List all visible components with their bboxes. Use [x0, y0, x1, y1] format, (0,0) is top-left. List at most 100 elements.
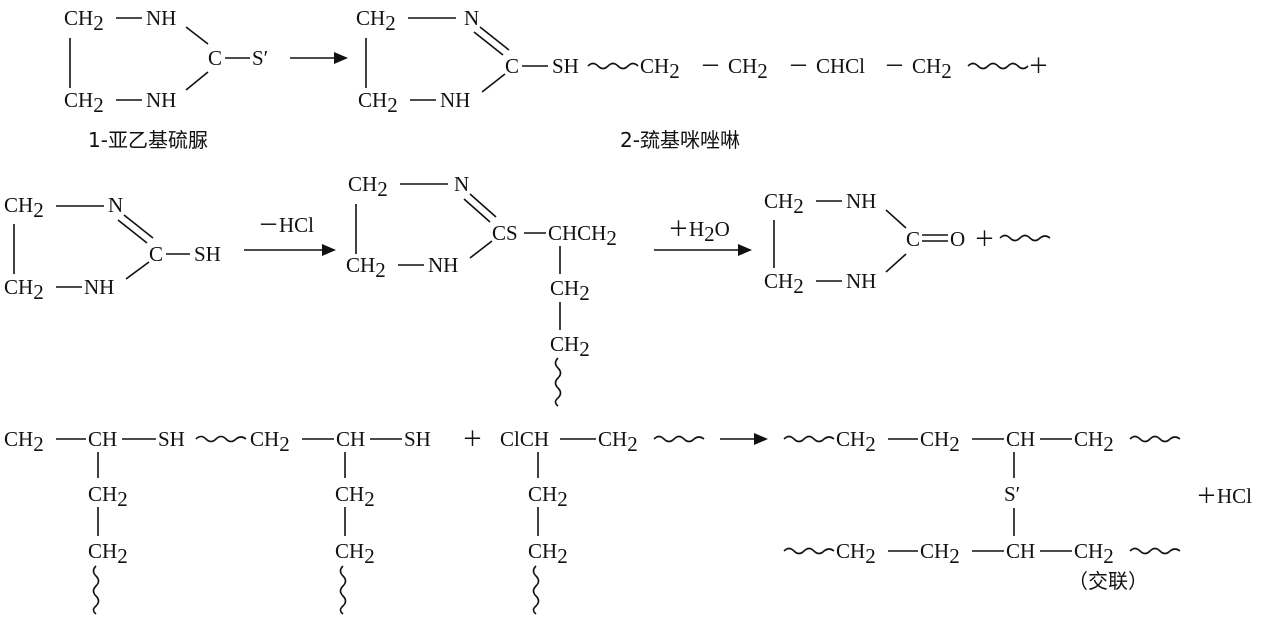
double-bond — [479, 26, 510, 51]
plus-sign: ＋ — [462, 427, 483, 451]
atom-clch: ClCH — [500, 427, 549, 451]
atom-ch: CH2 — [356, 6, 396, 35]
mercapto-imidazoline-structure-2: CH2 N CH2 NH C SH — [4, 193, 221, 304]
thiol-polymer-chain-structure: CH2 CH SH CH2 CH SH CH2 CH2 CH2 CH2 — [4, 427, 431, 615]
atom-ch: CH2 — [1074, 539, 1114, 568]
atom-ch: CH2 — [335, 482, 375, 511]
atom-ch: CH2 — [912, 54, 952, 83]
atom-c: C — [906, 227, 920, 251]
atom-nh: NH — [146, 88, 176, 112]
atom-ch: CH2 — [598, 427, 638, 456]
reagent-plus-h2o: ＋H2O — [668, 217, 730, 246]
atom-o: O — [950, 227, 965, 251]
bond — [185, 26, 209, 45]
atom-c: C — [149, 242, 163, 266]
atom-sh: SH — [158, 427, 185, 451]
atom-ch: CH2 — [88, 482, 128, 511]
atom-s-prime: S′ — [252, 46, 268, 70]
atom-ch: CH2 — [836, 427, 876, 456]
ethylene-urea-structure: CH2 NH CH2 NH C O ＋ — [764, 189, 1051, 298]
atom-ch: CH2 — [920, 427, 960, 456]
atom-nh: NH — [428, 253, 458, 277]
caption-mercapto-imidazoline: 2-巯基咪唑啉 — [620, 128, 740, 152]
polymer-chain-wavy — [554, 357, 562, 407]
atom-ch: CH2 — [64, 6, 104, 35]
atom-ch: CH2 — [764, 189, 804, 218]
atom-ch: CH — [336, 427, 365, 451]
polymer-chain-wavy — [653, 435, 705, 443]
atom-ch: CH2 — [335, 539, 375, 568]
atom-ch: CH2 — [348, 172, 388, 201]
atom-c: C — [208, 46, 222, 70]
ethylene-thiourea-structure: CH2 NH CH2 NH C S′ — [64, 6, 268, 117]
atom-c: C — [505, 54, 519, 78]
mercapto-imidazoline-structure: CH2 N CH2 NH C SH CH2 － CH2 － CHCl － CH2… — [356, 6, 1049, 117]
atom-sh: SH — [194, 242, 221, 266]
reaction-arrow-2: －HCl — [244, 213, 336, 256]
polymer-chain-wavy — [532, 565, 540, 615]
atom-ch: CH2 — [1074, 427, 1114, 456]
atom-ch: CH2 — [250, 427, 290, 456]
atom-nh: NH — [84, 275, 114, 299]
reaction-arrow-1 — [290, 52, 348, 64]
atom-ch: CH2 — [358, 88, 398, 117]
atom-cs: CS — [492, 221, 518, 245]
atom-ch: CH2 — [64, 88, 104, 117]
polymer-chain-wavy — [1129, 435, 1181, 443]
atom-ch: CH2 — [836, 539, 876, 568]
polymer-chain-wavy — [967, 62, 1029, 70]
atom-ch: CH2 — [640, 54, 680, 83]
bond-dash: － — [700, 54, 721, 78]
atom-ch: CH2 — [764, 269, 804, 298]
atom-ch: CH2 — [920, 539, 960, 568]
double-bond — [123, 214, 154, 239]
plus-sign: ＋ — [974, 227, 995, 251]
atom-n: N — [108, 193, 123, 217]
polymer-chain-wavy — [195, 435, 247, 443]
atom-ch: CH2 — [550, 276, 590, 305]
atom-ch: CH2 — [550, 332, 590, 361]
atom-nh: NH — [846, 269, 876, 293]
atom-chch2: CHCH2 — [548, 221, 617, 250]
atom-ch: CH — [1006, 427, 1035, 451]
atom-ch: CH2 — [88, 539, 128, 568]
atom-nh: NH — [146, 6, 176, 30]
bond — [481, 73, 506, 93]
atom-ch: CH — [1006, 539, 1035, 563]
atom-ch: CH2 — [728, 54, 768, 83]
atom-chcl: CHCl — [816, 54, 865, 78]
byproduct-hcl: ＋HCl — [1196, 484, 1252, 508]
crosslinked-polymer-structure: CH2 CH2 CH CH2 S′ CH2 CH2 CH CH2 — [783, 427, 1181, 568]
atom-s-prime: S′ — [1004, 482, 1020, 506]
polymer-chain-wavy — [783, 435, 835, 443]
atom-ch: CH — [88, 427, 117, 451]
bond — [185, 71, 209, 91]
reaction-arrow-4 — [720, 433, 768, 445]
atom-nh: NH — [846, 189, 876, 213]
bond — [125, 261, 150, 280]
atom-ch: CH2 — [4, 275, 44, 304]
atom-n: N — [454, 172, 469, 196]
double-bond — [463, 198, 491, 223]
chloro-polymer-chain-structure: ClCH CH2 CH2 CH2 — [500, 427, 705, 615]
thioether-intermediate-structure: CH2 N CH2 NH CS CHCH2 CH2 CH2 — [346, 172, 617, 407]
atom-nh: NH — [440, 88, 470, 112]
atom-n: N — [464, 6, 479, 30]
bond-dash: － — [788, 54, 809, 78]
bond — [885, 253, 907, 273]
atom-sh: SH — [404, 427, 431, 451]
polymer-chain-wavy — [1129, 547, 1181, 555]
reaction-arrow-3: ＋H2O — [654, 217, 752, 256]
polymer-chain-wavy — [587, 62, 639, 70]
atom-sh: SH — [552, 54, 579, 78]
atom-ch: CH2 — [4, 427, 44, 456]
atom-ch: CH2 — [346, 253, 386, 282]
atom-ch: CH2 — [4, 193, 44, 222]
double-bond — [469, 193, 497, 218]
polymer-chain-wavy — [783, 547, 835, 555]
atom-ch: CH2 — [528, 482, 568, 511]
polymer-chain-wavy — [339, 565, 347, 615]
plus-sign: ＋ — [1028, 54, 1049, 78]
polymer-chain-wavy — [999, 234, 1051, 242]
